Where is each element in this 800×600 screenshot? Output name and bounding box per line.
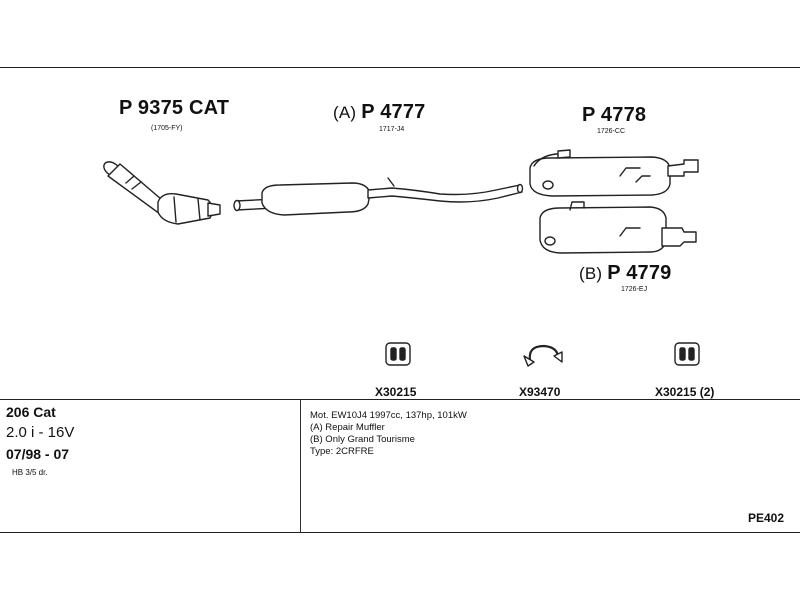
- rear-muffler-4778-drawing: [529, 149, 699, 197]
- middle-muffler-drawing: [233, 177, 524, 216]
- part-code-p4779: P 4779: [607, 262, 672, 284]
- rubber-mount-2-drawing: [674, 342, 700, 366]
- divider-vertical: [300, 400, 301, 532]
- clamp-drawing: [523, 344, 563, 367]
- vehicle-engine: 2.0 i - 16V: [6, 424, 75, 441]
- part-prefix-a: (A): [333, 103, 357, 122]
- part-ref-p4779: 1726-EJ: [621, 286, 648, 293]
- diagram-code: PE402: [748, 511, 785, 525]
- notes-block: Mot. EW10J4 1997cc, 137hp, 101kW (A) Rep…: [310, 410, 467, 458]
- vehicle-model: 206 Cat: [6, 404, 56, 420]
- accessory-code: X93470: [519, 385, 561, 399]
- part-ref-p4778: 1726-CC: [597, 128, 626, 135]
- vehicle-years: 07/98 - 07: [6, 446, 70, 462]
- part-code-p4777: P 4777: [361, 101, 426, 123]
- divider-horizontal: [0, 399, 800, 400]
- note-line: (B) Only Grand Tourisme: [310, 434, 415, 445]
- part-label-p4777: (A)P 4777: [333, 101, 426, 124]
- part-code-p9375: P 9375 CAT: [119, 97, 230, 119]
- note-line: Type: 2CRFRE: [310, 446, 374, 457]
- catalytic-converter-drawing: [103, 161, 221, 225]
- part-label-p4779: (B)P 4779: [579, 262, 672, 285]
- note-line: Mot. EW10J4 1997cc, 137hp, 101kW: [310, 410, 467, 421]
- rubber-mount-drawing: [385, 342, 411, 366]
- part-ref-p4777: 1717-J4: [379, 126, 405, 133]
- note-line: (A) Repair Muffler: [310, 422, 385, 433]
- diagram-frame: [0, 67, 800, 533]
- rear-muffler-4779-drawing: [539, 201, 697, 254]
- part-ref-p9375: (1705-FY): [151, 125, 183, 132]
- part-code-p4778: P 4778: [582, 104, 647, 126]
- part-prefix-b: (B): [579, 264, 603, 283]
- vehicle-body: HB 3/5 dr.: [12, 468, 48, 477]
- accessory-code: X30215 (2): [655, 385, 715, 399]
- accessory-code: X30215: [375, 385, 417, 399]
